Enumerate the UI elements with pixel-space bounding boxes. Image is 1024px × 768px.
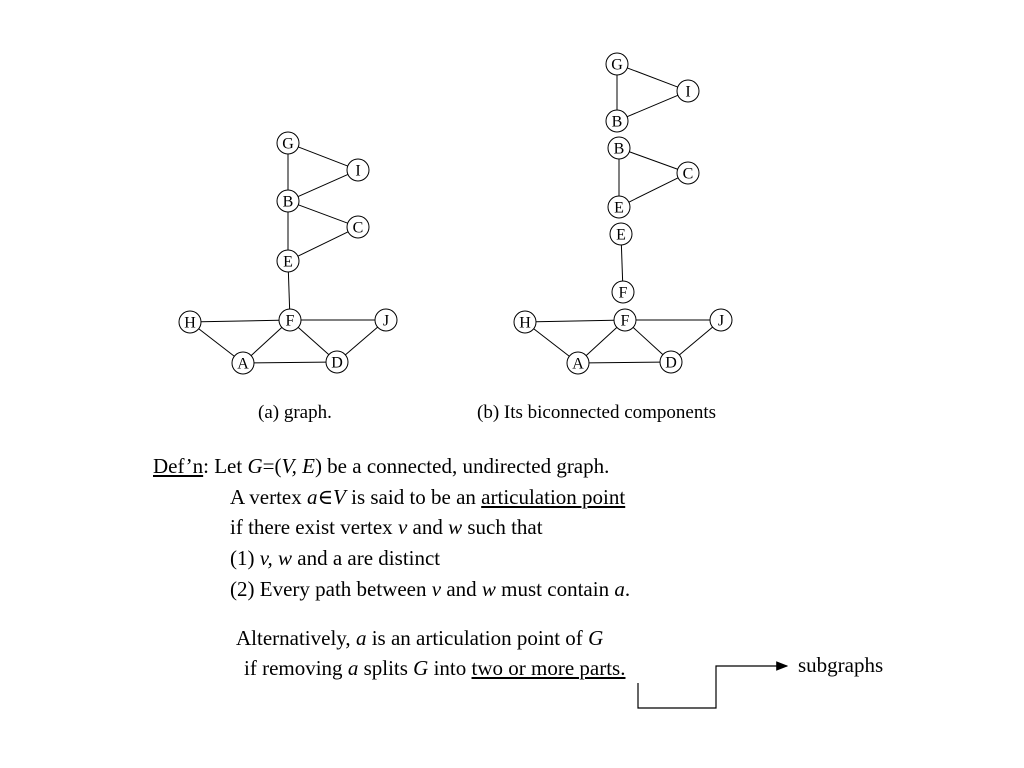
definition-term: Def’n [153,454,204,478]
alternative-line-1: Alternatively, a is an articulation poin… [236,626,604,650]
graph-b-comp4-node-D [659,350,683,374]
graph-b-comp4-node-label-J: J [718,313,724,330]
graph-b-comp1-edge-G-I [627,67,678,88]
graph-b-comp2-edge-E-C [628,177,679,203]
graph-b-comp4-node-H [513,310,537,334]
graph-b-comp2-node-B [607,136,631,160]
graph-a-node-label-H: H [184,315,196,332]
graph-a-node-I [346,158,370,182]
graph-a-node-A [231,351,255,375]
graph-b-comp4-edge-D-J [679,326,713,356]
graph-b-comp2-edge-B-C [629,151,678,170]
graph-b-comp4-edge-F-D [632,327,664,355]
articulation-point-term: articulation point [481,485,626,509]
caption-graph-a: (a) graph. [258,402,332,423]
graph-a-node-G [276,131,300,155]
graph-b-comp3-edge-E-F [620,244,624,282]
graph-a: G I B C E F H J A D [178,131,398,375]
graph-a-edge-H-F [200,319,280,323]
graph-b-comp4-node-label-F: F [621,313,630,330]
graph-b-comp1-node-label-G: G [611,57,623,74]
graph-a-node-label-A: A [237,356,249,373]
graph-a-edge-A-D [253,361,327,364]
graph-b-comp1-node-label-I: I [685,84,690,101]
graph-a-edge-E-F [287,271,291,310]
alternative-line-2: if removing a splits G into two or more … [244,656,626,680]
graph-a-edge-B-C [298,204,348,224]
graph-b-comp4-node-label-A: A [572,356,584,373]
graph-a-edge-F-D [297,326,330,356]
graph-b-comp1-node-label-B: B [612,114,623,131]
graph-b-comp4-node-label-H: H [519,315,531,332]
graph-a-edge-A-F [250,327,283,356]
graph-b-comp1-node-B [605,109,629,133]
subgraphs-label: subgraphs [798,653,884,677]
graph-b-comp4-edge-H-A [533,328,570,357]
graph-b-comp4-node-A [566,351,590,375]
graph-b-comp4-node-F [613,308,637,332]
definition-line-2: A vertex a∈V is said to be an articulati… [230,485,626,509]
graph-a-edge-B-I [297,173,349,198]
definition-line-4: (1) v, w and a are distinct [230,546,441,570]
graph-a-edge-H-A [198,328,235,357]
graph-b-comp1-edge-B-I [626,94,679,118]
graph-a-edge-G-I [298,146,348,167]
graph-a-node-label-I: I [355,163,360,180]
graph-b-comp4-edge-A-F [585,327,618,356]
graph-a-node-label-D: D [331,355,343,372]
graph-a-edge-E-C [297,231,349,257]
graph-b-comp4-edge-H-F [535,319,615,323]
graph-a-node-J [374,308,398,332]
graph-b-comp3-node-E [609,222,633,246]
graph-b-comp2-node-E [607,195,631,219]
two-or-more-parts-term: two or more parts. [471,656,626,680]
graph-a-node-label-J: J [383,313,389,330]
definition-line-5: (2) Every path between v and w must cont… [230,577,631,601]
graph-a-node-label-F: F [286,313,295,330]
graph-a-node-H [178,310,202,334]
graph-b-comp2-node-label-B: B [614,141,625,158]
graph-a-node-label-B: B [283,194,294,211]
graph-b-comp3-node-label-E: E [616,227,626,244]
graph-a-node-E [276,249,300,273]
graph-b-comp3-node-F [611,280,635,304]
graph-b-comp4-node-label-D: D [665,355,677,372]
graph-a-node-label-G: G [282,136,294,153]
graph-a-node-B [276,189,300,213]
graph-b-comp2-node-label-E: E [614,200,624,217]
graph-b-comp2-node-label-C: C [683,166,694,183]
graph-a-node-F [278,308,302,332]
graph-b-comp3-node-label-F: F [619,285,628,302]
definition-line-3: if there exist vertex v and w such that [230,515,543,539]
graph-b-comp1-node-I [676,79,700,103]
graph-a-node-label-E: E [283,254,293,271]
graph-a-node-C [346,215,370,239]
graph-b-comp4-edge-A-D [588,361,661,364]
graph-b-comp4-node-J [709,308,733,332]
graph-a-node-D [325,350,349,374]
graph-a-edge-D-J [345,326,378,356]
definition-line-1: Def’n: Let G=(V, E) be a connected, undi… [153,454,610,478]
graph-b-comp2-node-C [676,161,700,185]
graph-b-biconnected-components: G I BB C EE F H F J A D [513,52,733,375]
graph-b-comp1-node-G [605,52,629,76]
callout-connector [637,661,789,709]
caption-graph-b: (b) Its biconnected components [477,402,717,423]
graph-a-node-label-C: C [353,220,364,237]
